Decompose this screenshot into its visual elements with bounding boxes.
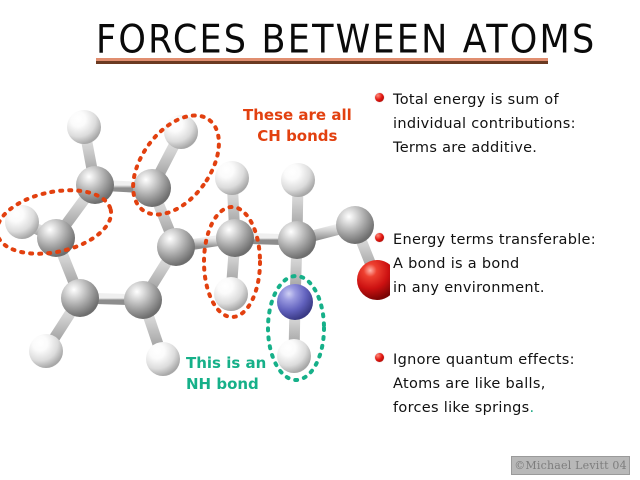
bullet-1-line-3: Terms are additive. (393, 140, 538, 156)
atom-hydrogen (164, 115, 198, 149)
atom-nitrogen (277, 284, 313, 320)
atom-carbon (133, 169, 171, 207)
bullet-2-line-2: A bond is a bond (393, 256, 520, 272)
atom-hydrogen (214, 277, 248, 311)
bullet-1-text: Total energy is sum of individual contri… (393, 88, 637, 160)
ch-bond-highlight-upper (131, 113, 221, 217)
bullet-2-line-1: Energy terms transferable: (393, 232, 596, 248)
bullet-item-2: Energy terms transferable: A bond is a b… (375, 228, 637, 300)
footer-watermark-text: ©Michael Levitt 04 (514, 459, 627, 472)
bullet-3-teal-period: . (529, 400, 535, 416)
atom-carbon (124, 281, 162, 319)
atom-carbon (37, 219, 75, 257)
bullet-3-line-3-text: forces like springs (393, 400, 530, 416)
bullet-item-1: Total energy is sum of individual contri… (375, 88, 637, 160)
bullet-2-line-3: in any environment. (393, 280, 545, 296)
bullet-marker-icon (375, 93, 384, 102)
atom-carbon (278, 221, 316, 259)
bullet-marker-icon (375, 233, 384, 242)
bullet-3-line-2: Atoms are like balls, (393, 376, 546, 392)
atom-hydrogen (281, 163, 315, 197)
title-underline-lower (96, 61, 548, 64)
atom-oxygen (357, 260, 397, 300)
bullet-1-line-2: individual contributions: (393, 116, 576, 132)
atom-carbon (76, 166, 114, 204)
annotation-nh-line1: This is an (186, 354, 267, 372)
nh-bond-highlight (266, 274, 326, 382)
molecule-illustration (0, 70, 397, 445)
atom-hydrogen (146, 342, 180, 376)
annotation-ch-bonds: These are all CH bonds (243, 105, 352, 147)
atom-hydrogen (277, 339, 311, 373)
annotation-ch-line1: These are all (243, 106, 352, 124)
atom-carbon (157, 228, 195, 266)
highlight-layer (0, 113, 326, 382)
ch-bond-highlight-middle (202, 205, 262, 319)
atom-carbon (216, 219, 254, 257)
page-title: FORCES BETWEEN ATOMS (96, 18, 597, 63)
atom-hydrogen (29, 334, 63, 368)
atom-layer (5, 110, 397, 376)
atom-hydrogen (5, 205, 39, 239)
bullet-2-text: Energy terms transferable: A bond is a b… (393, 228, 637, 300)
bullet-marker-icon (375, 353, 384, 362)
atom-hydrogen (215, 161, 249, 195)
title-block: FORCES BETWEEN ATOMS (96, 18, 597, 68)
footer-watermark: ©Michael Levitt 04 (511, 456, 630, 475)
atom-carbon (61, 279, 99, 317)
atom-hydrogen (67, 110, 101, 144)
atom-carbon (336, 206, 374, 244)
bullet-3-line-3: forces like springs. (393, 396, 637, 420)
annotation-nh-line2: NH bond (186, 375, 259, 393)
bullet-item-3: Ignore quantum effects: Atoms are like b… (375, 348, 637, 420)
ch-bond-highlight-left (0, 188, 114, 256)
bullet-3-line-1: Ignore quantum effects: (393, 352, 575, 368)
bullet-1-line-1: Total energy is sum of (393, 92, 559, 108)
molecule-svg (0, 110, 397, 382)
annotation-ch-line2: CH bonds (257, 127, 338, 145)
bullet-3-text: Ignore quantum effects: Atoms are like b… (393, 348, 637, 420)
annotation-nh-bond: This is an NH bond (186, 353, 266, 395)
title-underline-upper (96, 58, 548, 61)
